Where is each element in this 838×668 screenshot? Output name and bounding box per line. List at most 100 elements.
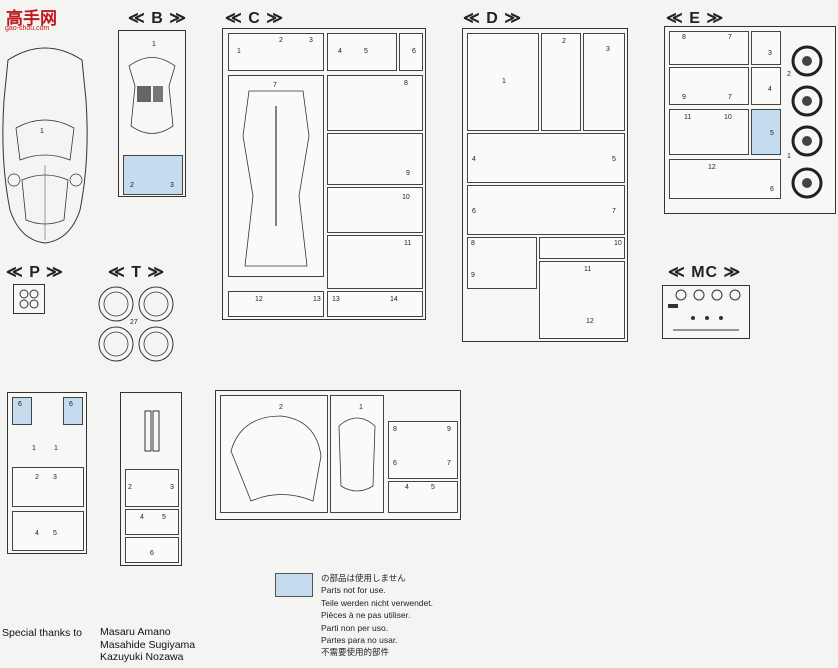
part-cell: 3 (751, 31, 781, 65)
part-number: 7 (612, 208, 616, 215)
part-cell: 11 12 (539, 261, 625, 339)
part-number: 7 (273, 82, 277, 89)
part-cell: 9 (327, 133, 423, 185)
part-number: 2 (787, 71, 791, 78)
lower-left-frame: 6 6 1 1 2 3 4 5 (7, 392, 87, 554)
part-number: 2 (562, 38, 566, 45)
part-number: 12 (255, 296, 263, 303)
lower-big-frame: 2 1 8 9 6 7 4 5 (215, 390, 461, 520)
part-number: 11 (684, 114, 692, 121)
part-number: 2 (35, 474, 39, 481)
part-number: 9 (406, 170, 410, 177)
part-number: 9 (471, 272, 475, 279)
frame-d-title: ≪ D ≫ (463, 10, 522, 27)
part-number: 2 (279, 37, 283, 44)
part-number: 5 (53, 530, 57, 537)
part-number: 2 (130, 182, 134, 189)
part-number: 14 (390, 296, 398, 303)
part-cell-chassis: 7 (228, 75, 324, 277)
part-number: 5 (431, 484, 435, 491)
part-number: 2 (279, 404, 283, 411)
part-number: 6 (412, 48, 416, 55)
lower-mid-drawing (144, 410, 160, 452)
part-number: 6 (770, 186, 774, 193)
part-number: 1 (787, 153, 791, 160)
part-cell: 2 (220, 395, 328, 513)
part-cell: 11 10 (669, 109, 749, 155)
part-number: 9 (447, 426, 451, 433)
part-number: 1 (237, 48, 241, 55)
part-number: 8 (682, 34, 686, 41)
part-cell: 4 5 (125, 509, 179, 535)
part-number: 5 (162, 514, 166, 521)
part-cell: 1 (467, 33, 539, 131)
part-cell: 13 14 (327, 291, 423, 317)
watermark-url: gao-shou.com (5, 25, 50, 32)
frame-p-title: ≪ P ≫ (6, 264, 64, 281)
part-cell: 11 (327, 235, 423, 289)
part-cell: 12 6 (669, 159, 781, 199)
p-parts-drawing (19, 289, 39, 309)
part-number: 13 (332, 296, 340, 303)
lower-mid-frame: 2 3 4 5 6 (120, 392, 182, 566)
part-number: 4 (768, 86, 772, 93)
part-number: 1 (32, 445, 36, 452)
part-number: 10 (614, 240, 622, 247)
mc-parts-drawing (668, 289, 741, 331)
part-number: 6 (472, 208, 476, 215)
part-number: 10 (724, 114, 732, 121)
frame-p (13, 284, 45, 314)
frame-t: 27 (96, 285, 176, 365)
front-body-drawing (230, 415, 322, 502)
part-cell: 4 5 (388, 481, 458, 513)
part-cell: 4 5 (467, 133, 625, 183)
dashboard-drawing (128, 57, 176, 134)
part-number: 4 (35, 530, 39, 537)
part-cell: 1 (330, 395, 384, 513)
frame-c-title: ≪ C ≫ (225, 10, 284, 27)
part-number: 3 (53, 474, 57, 481)
part-number: 1 (54, 445, 58, 452)
legend-line: Partes para no usar. (321, 635, 398, 646)
tires-drawing (98, 286, 174, 362)
part-number: 11 (404, 240, 412, 247)
frame-e: 8 7 3 9 7 4 11 10 5 12 6 2 1 (664, 26, 836, 214)
part-number: 1 (152, 41, 156, 48)
part-cell: 8 9 (467, 237, 537, 289)
part-number: 7 (728, 94, 732, 101)
credit-name: Masahide Sugiyama (100, 638, 196, 651)
unused-color-swatch (275, 573, 313, 597)
part-number: 2 (128, 484, 132, 491)
frame-b: 1 2 3 (118, 30, 186, 197)
part-number: 10 (402, 194, 410, 201)
part-cell: 2 (541, 33, 581, 131)
legend-line: Teile werden nicht verwendet. (321, 597, 433, 608)
part-number: 3 (170, 182, 174, 189)
part-number: 11 (584, 266, 592, 273)
part-number: 6 (150, 550, 154, 557)
part-cell: 6 (125, 537, 179, 563)
credit-name: Kazuyuki Nozawa (100, 651, 184, 663)
part-number: 5 (612, 156, 616, 163)
legend-line: Parti non per uso. (321, 622, 389, 633)
part-number: 3 (606, 46, 610, 53)
part-cell: 1 2 3 (228, 33, 324, 71)
part-number: 4 (405, 484, 409, 491)
part-cell: 10 (327, 187, 423, 233)
credit-name: Masaru Amano (100, 626, 171, 638)
part-cell: 3 (583, 33, 625, 131)
part-cell: 10 (539, 237, 625, 259)
part-cell: 4 5 (327, 33, 397, 71)
part-number: 1 (502, 78, 506, 85)
part-number: 4 (472, 156, 476, 163)
frame-mc-title: ≪ MC ≫ (668, 264, 742, 281)
part-number: 3 (309, 37, 313, 44)
part-number: 27 (130, 319, 138, 326)
frame-b-title: ≪ B ≫ (128, 10, 187, 27)
part-cell: 12 13 (228, 291, 324, 317)
legend: の部品は使用しません Parts not for use. Teile werd… (321, 572, 433, 659)
hood-drawing (338, 417, 376, 492)
frame-t-title: ≪ T ≫ (108, 264, 166, 281)
part-number: 5 (364, 48, 368, 55)
credits-names: Masaru Amano Masahide Sugiyama Kazuyuki … (100, 626, 195, 664)
